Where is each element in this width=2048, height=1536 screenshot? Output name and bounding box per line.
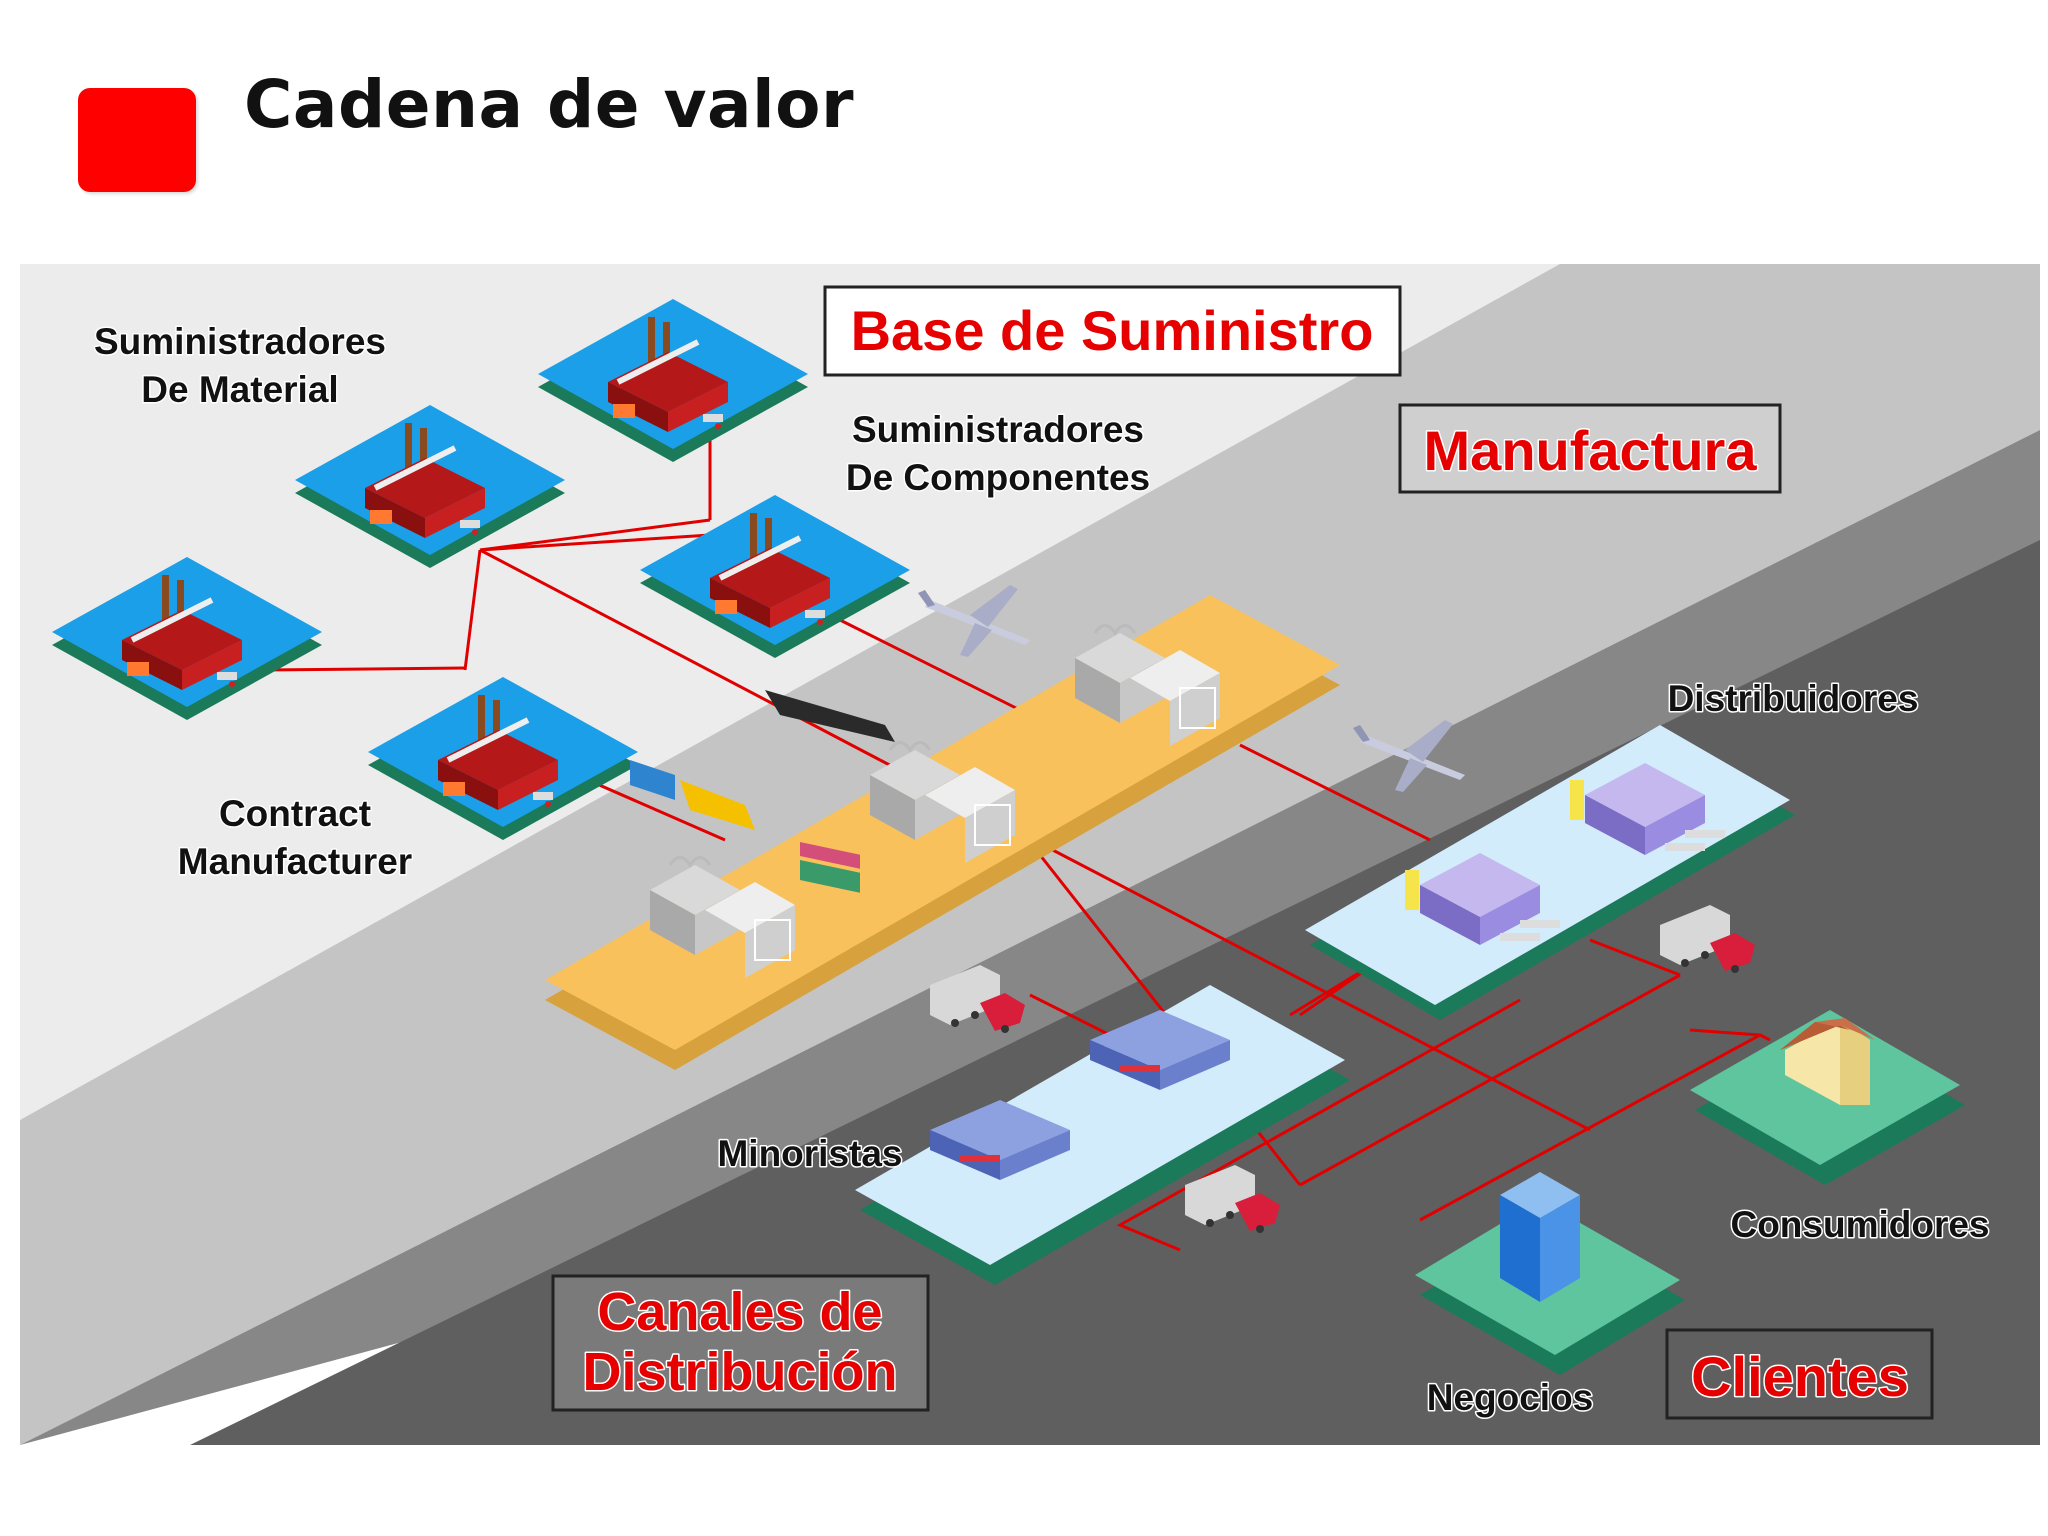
contract-manufacturer-label: Contract <box>219 793 371 834</box>
section-manufacturing: Manufactura <box>1398 403 1782 494</box>
manufacturing-heading: Manufactura <box>1424 419 1758 482</box>
businesses-platform <box>1415 1172 1685 1375</box>
train-icon <box>630 760 755 830</box>
supply-base-heading: Base de Suministro <box>851 299 1374 362</box>
ship-icon <box>765 690 895 893</box>
material-suppliers-label-2: De Material <box>141 369 338 410</box>
title-marker <box>78 88 196 192</box>
distribution-heading-line2: Distribución <box>582 1342 897 1402</box>
section-supply-base: Base de Suministro <box>823 285 1402 377</box>
distribution-heading-line1: Canales de <box>597 1282 882 1342</box>
component-suppliers-label-2: De Componentes <box>846 457 1150 498</box>
component-suppliers-label: Suministradores <box>852 409 1144 450</box>
band-distribution <box>20 430 2040 1445</box>
consumers-platform <box>1690 1010 1965 1185</box>
house-icon <box>1780 1018 1875 1105</box>
material-suppliers-label: Suministradores <box>94 321 386 362</box>
contract-manufacturer-label-2: Manufacturer <box>178 841 412 882</box>
customers-heading: Clientes <box>1691 1345 1909 1408</box>
slide-title: Cadena de valor <box>244 66 855 143</box>
distributors-label: Distribuidores <box>1668 678 1919 719</box>
section-distribution: Canales de Distribución <box>551 1274 930 1412</box>
businesses-label: Negocios <box>1427 1377 1594 1418</box>
retailers-label: Minoristas <box>717 1133 902 1174</box>
office-building-icon <box>1500 1172 1580 1302</box>
consumers-label: Consumidores <box>1730 1204 1989 1245</box>
section-customers: Clientes <box>1665 1328 1934 1420</box>
